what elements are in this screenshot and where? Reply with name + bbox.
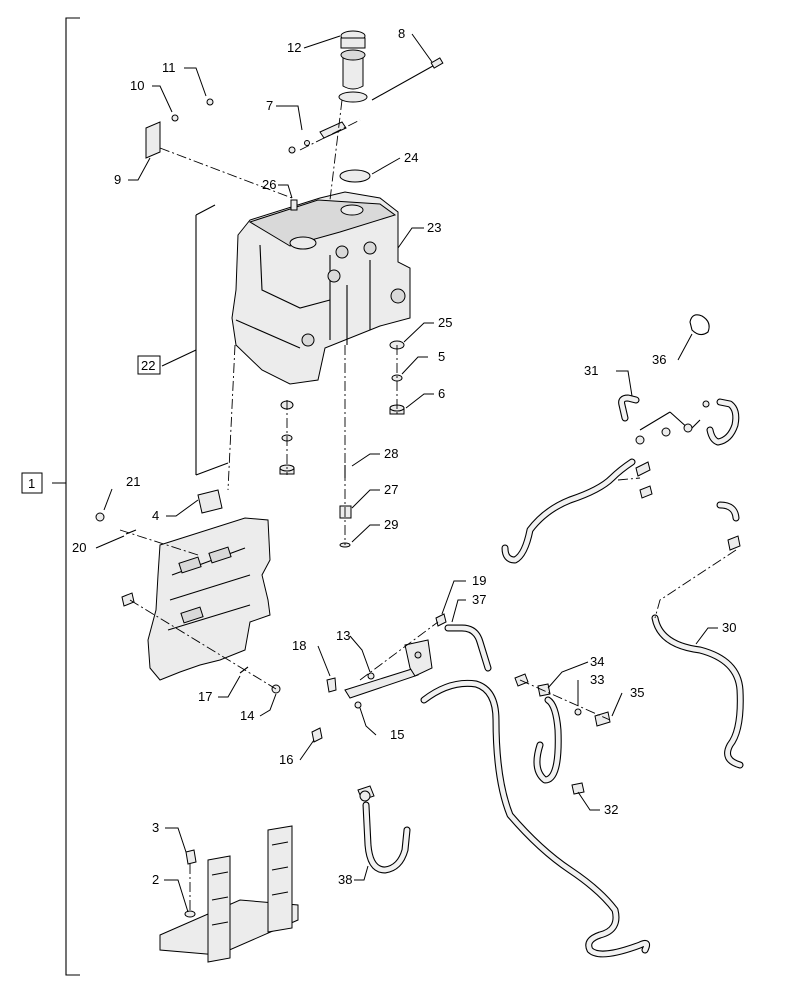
callout-9: 9 <box>114 172 121 187</box>
filter-bracket-part <box>311 613 447 743</box>
callout-8: 8 <box>398 26 405 41</box>
elbow-hose-37 <box>444 624 492 672</box>
callout-31: 31 <box>584 363 598 378</box>
bolt-part <box>371 57 444 101</box>
tank-mount-parts <box>279 340 405 475</box>
callout-leaders <box>95 33 718 913</box>
assembly-center-lines <box>119 99 737 912</box>
callout-30: 30 <box>722 620 736 635</box>
decal-part <box>197 489 223 514</box>
callout-24: 24 <box>404 150 418 165</box>
callout-33: 33 <box>590 672 604 687</box>
callout-19: 19 <box>472 573 486 588</box>
callout-3: 3 <box>152 820 159 835</box>
supply-hose <box>420 679 651 958</box>
callout-16: 16 <box>279 752 293 767</box>
callout-37: 37 <box>472 592 486 607</box>
insulation-panel-part <box>137 204 229 476</box>
callout-5: 5 <box>438 349 445 364</box>
strap-bolt-parts <box>339 465 352 548</box>
assembly-bracket <box>21 17 80 976</box>
hose-38 <box>357 785 411 874</box>
callout-14: 14 <box>240 708 254 723</box>
callout-11: 11 <box>162 60 176 75</box>
callout-12: 12 <box>287 40 301 55</box>
callout-labels: 12 8 7 11 10 9 24 26 23 25 5 6 28 27 29 … <box>28 26 736 887</box>
callout-4: 4 <box>152 508 159 523</box>
callout-34: 34 <box>590 654 604 669</box>
small-bracket-part <box>145 98 214 159</box>
level-sender-part <box>290 199 298 211</box>
callout-22-box: 22 <box>141 358 155 373</box>
callout-1-box: 1 <box>28 476 35 491</box>
callout-35: 35 <box>630 685 644 700</box>
callout-7: 7 <box>266 98 273 113</box>
callout-18: 18 <box>292 638 306 653</box>
callout-36: 36 <box>652 352 666 367</box>
callout-10: 10 <box>130 78 144 93</box>
clamp-36 <box>689 314 710 336</box>
callout-25: 25 <box>438 315 452 330</box>
return-hose-31 <box>501 394 741 564</box>
hose-30 <box>651 614 744 769</box>
fuel-tank-part <box>231 191 411 385</box>
callout-20: 20 <box>72 540 86 555</box>
callout-13: 13 <box>336 628 350 643</box>
callout-21: 21 <box>126 474 140 489</box>
callout-6: 6 <box>438 386 445 401</box>
callout-2: 2 <box>152 872 159 887</box>
clamp-part <box>288 121 347 154</box>
callout-28: 28 <box>384 446 398 461</box>
callout-23: 23 <box>427 220 441 235</box>
callout-32: 32 <box>604 802 618 817</box>
hose-32 <box>514 673 611 795</box>
base-frame-part <box>159 825 299 963</box>
filler-cap-part <box>338 30 371 183</box>
mounting-plate-part <box>95 512 281 694</box>
callout-27: 27 <box>384 482 398 497</box>
callout-17: 17 <box>198 689 212 704</box>
callout-29: 29 <box>384 517 398 532</box>
callout-38: 38 <box>338 872 352 887</box>
callout-26: 26 <box>262 177 276 192</box>
callout-15: 15 <box>390 727 404 742</box>
